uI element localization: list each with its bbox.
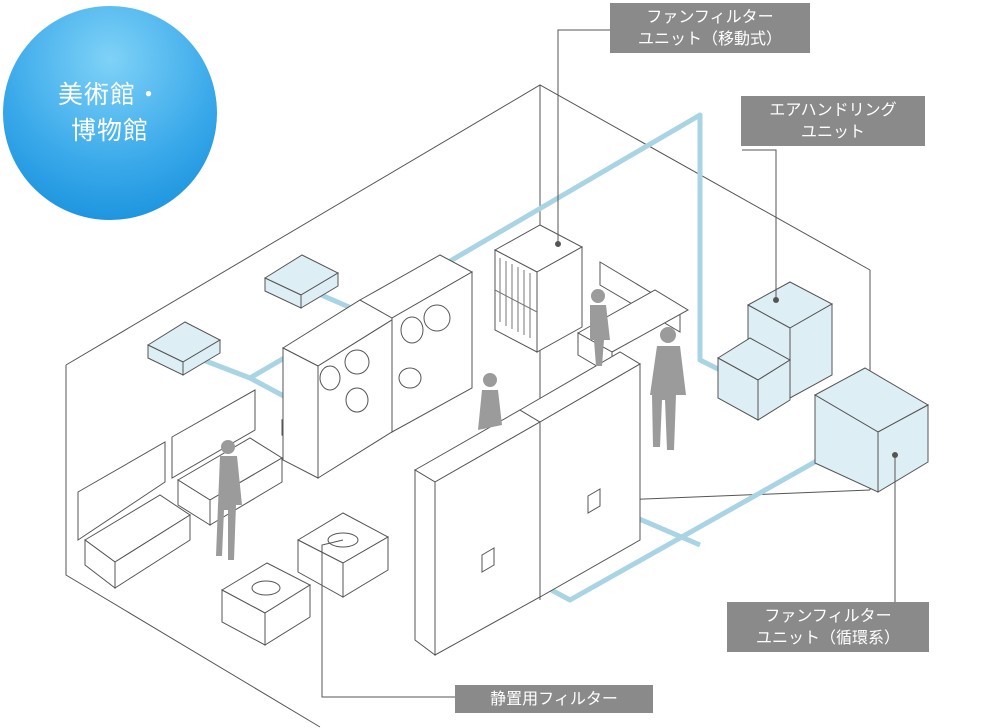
visitor-figure <box>478 373 502 430</box>
display-shelf <box>358 254 474 433</box>
display-shelf <box>281 299 397 479</box>
visitor-figure <box>590 289 610 366</box>
label-line: ファンフィルター <box>764 606 892 625</box>
label-line: ユニット <box>800 122 865 141</box>
badge-line: 博物館 <box>70 116 149 145</box>
pedestal-case <box>296 512 390 598</box>
air-handling-unit <box>717 281 834 421</box>
label-static-filter: 静置用フィルター <box>455 685 653 713</box>
label-fan-filter-mobile: ファンフィルター ユニット（移動式） <box>610 3 810 53</box>
label-line: ファンフィルター <box>646 7 774 26</box>
label-line: エアハンドリング <box>769 100 897 119</box>
wall-showcase <box>77 441 191 590</box>
visitor-figure <box>650 327 686 450</box>
label-fan-filter-circulation: ファンフィルター ユニット（循環系） <box>727 602 929 652</box>
label-line: ユニット（移動式） <box>637 29 782 48</box>
badge-line: 美術館・ <box>57 80 162 109</box>
ceiling-filter-unit <box>263 254 340 309</box>
label-air-handling: エアハンドリング ユニット <box>741 96 925 146</box>
partition-wall <box>414 351 641 656</box>
mobile-fan-filter-unit <box>493 224 584 353</box>
visitor-figure <box>216 440 242 560</box>
label-line: ユニット（循環系） <box>755 628 900 647</box>
ceiling-filter-unit <box>146 321 222 376</box>
pedestal-case <box>220 562 312 646</box>
category-badge: 美術館・ 博物館 <box>3 6 217 220</box>
visitor-figures <box>216 289 686 560</box>
circulation-fan-filter-unit <box>813 367 930 493</box>
label-line: 静置用フィルター <box>490 689 618 708</box>
jar-set <box>319 304 451 413</box>
